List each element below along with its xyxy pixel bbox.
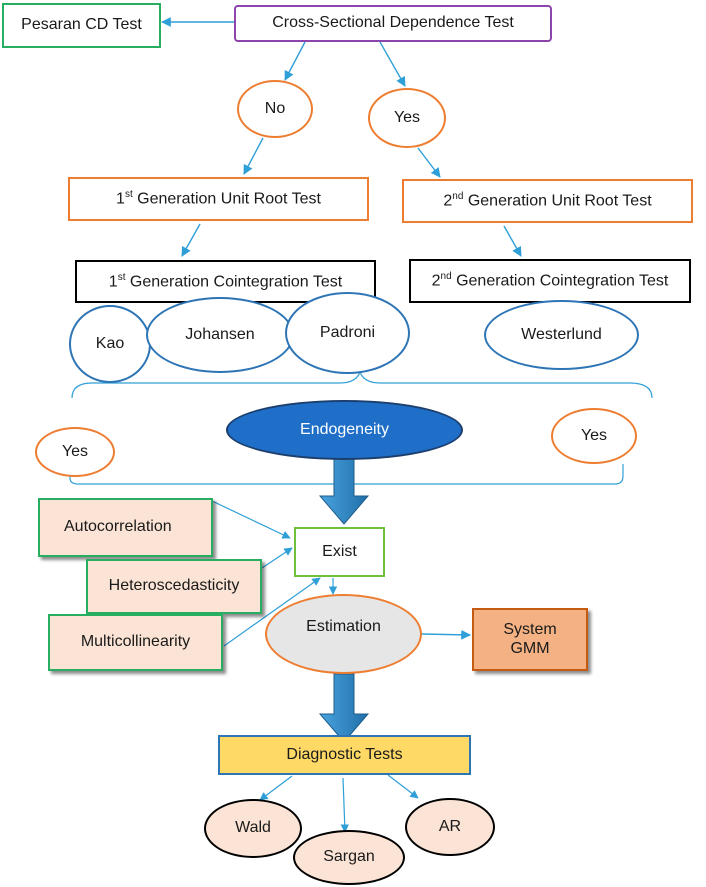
first-gen-cointegration-label: 1st Generation Cointegration Test bbox=[109, 272, 342, 292]
second-gen-unit-root-label: 2nd Generation Unit Root Test bbox=[443, 191, 651, 211]
johansen-node: Johansen bbox=[146, 297, 294, 373]
autocorrelation-label: Autocorrelation bbox=[64, 518, 172, 535]
wald-node: Wald bbox=[204, 799, 302, 858]
diagnostic-tests-node: Diagnostic Tests bbox=[218, 735, 471, 775]
ar-label: AR bbox=[438, 817, 462, 835]
edge-estimation-to-gmm bbox=[421, 629, 471, 640]
first-gen-unit-root-rest: Generation Unit Root Test bbox=[132, 190, 321, 208]
edge-unitroot1-to-coint1 bbox=[181, 223, 201, 257]
first-gen-unit-root-prefix: 1 bbox=[116, 190, 125, 208]
estimation-node: Estimation bbox=[265, 594, 422, 674]
yes-right-label: Yes bbox=[580, 426, 608, 444]
pesaran-cd-node: Pesaran CD Test bbox=[2, 3, 161, 48]
cross-sectional-dependence-label: Cross-Sectional Dependence Test bbox=[272, 14, 514, 32]
edge-no-to-unitroot1 bbox=[243, 137, 264, 175]
heteroscedasticity-label: Heteroscedasticity bbox=[108, 577, 240, 595]
padroni-label: Padroni bbox=[319, 323, 376, 341]
westerlund-node: Westerlund bbox=[484, 300, 639, 370]
multicollinearity-label: Multicollinearity bbox=[80, 633, 191, 651]
second-gen-unit-root-prefix: 2 bbox=[443, 192, 453, 210]
exist-label: Exist bbox=[322, 542, 357, 560]
kao-node: Kao bbox=[69, 305, 151, 383]
edge-yes-to-unitroot2 bbox=[417, 147, 441, 178]
second-gen-unit-root-rest: Generation Unit Root Test bbox=[463, 192, 652, 210]
edge-diag-to-ar bbox=[387, 774, 419, 799]
estimation-label: Estimation bbox=[306, 617, 381, 635]
edge-diag-to-sargan bbox=[340, 777, 349, 833]
yes-left-node: Yes bbox=[35, 427, 115, 477]
first-gen-unit-root-sup: st bbox=[124, 189, 133, 201]
yes-top-label: Yes bbox=[393, 108, 421, 126]
second-gen-unit-root-sup: nd bbox=[452, 191, 464, 203]
johansen-label: Johansen bbox=[185, 325, 255, 343]
system-gmm-node: System GMM bbox=[472, 608, 588, 671]
second-gen-cointegration-label: 2nd Generation Cointegration Test bbox=[432, 271, 669, 291]
yes-left-label: Yes bbox=[61, 442, 89, 460]
cointegration-brace bbox=[71, 370, 653, 399]
edge-unitroot2-to-coint2 bbox=[503, 225, 522, 257]
wald-label: Wald bbox=[235, 819, 271, 837]
first-gen-cointegration-sup: st bbox=[117, 271, 126, 283]
no-label: No bbox=[264, 99, 286, 117]
multicollinearity-node: Multicollinearity bbox=[48, 614, 223, 671]
first-gen-unit-root-label: 1st Generation Unit Root Test bbox=[116, 189, 321, 209]
first-gen-cointegration-prefix: 1 bbox=[108, 272, 118, 290]
heteroscedasticity-node: Heteroscedasticity bbox=[86, 559, 262, 614]
no-node: No bbox=[237, 80, 313, 138]
pesaran-cd-label: Pesaran CD Test bbox=[21, 16, 142, 34]
second-gen-cointegration-sup: nd bbox=[440, 271, 452, 283]
estimation-to-diagnostic-block-arrow bbox=[318, 673, 370, 743]
edge-hetero-to-exist bbox=[261, 547, 293, 569]
edge-autocorr-to-exist bbox=[209, 499, 291, 539]
system-gmm-label: System GMM bbox=[503, 621, 557, 657]
second-gen-cointegration-node: 2nd Generation Cointegration Test bbox=[409, 259, 691, 303]
exist-node: Exist bbox=[294, 527, 385, 577]
second-gen-unit-root-node: 2nd Generation Unit Root Test bbox=[402, 179, 693, 223]
edge-cd-to-no bbox=[284, 41, 306, 81]
ar-node: AR bbox=[405, 798, 495, 856]
westerlund-label: Westerlund bbox=[521, 325, 602, 343]
endogeneity-to-exist-block-arrow bbox=[318, 455, 370, 525]
yes-right-node: Yes bbox=[551, 408, 637, 464]
endogeneity-label: Endogeneity bbox=[300, 420, 389, 438]
yes-top-node: Yes bbox=[368, 88, 446, 148]
sargan-label: Sargan bbox=[323, 848, 375, 866]
cross-sectional-dependence-node: Cross-Sectional Dependence Test bbox=[234, 5, 552, 42]
kao-label: Kao bbox=[95, 334, 125, 352]
edge-cd-to-yes bbox=[379, 41, 406, 87]
first-gen-unit-root-node: 1st Generation Unit Root Test bbox=[68, 177, 369, 221]
autocorrelation-node: Autocorrelation bbox=[38, 498, 213, 557]
second-gen-cointegration-rest: Generation Cointegration Test bbox=[451, 272, 669, 290]
second-gen-cointegration-prefix: 2 bbox=[431, 272, 441, 290]
sargan-node: Sargan bbox=[293, 830, 405, 885]
padroni-node: Padroni bbox=[285, 292, 410, 374]
first-gen-cointegration-rest: Generation Cointegration Test bbox=[125, 272, 343, 290]
edge-multi-to-exist bbox=[223, 577, 321, 647]
diagnostic-tests-label: Diagnostic Tests bbox=[286, 745, 403, 763]
edge-diag-to-wald bbox=[259, 775, 293, 801]
endogeneity-node: Endogeneity bbox=[226, 400, 463, 460]
